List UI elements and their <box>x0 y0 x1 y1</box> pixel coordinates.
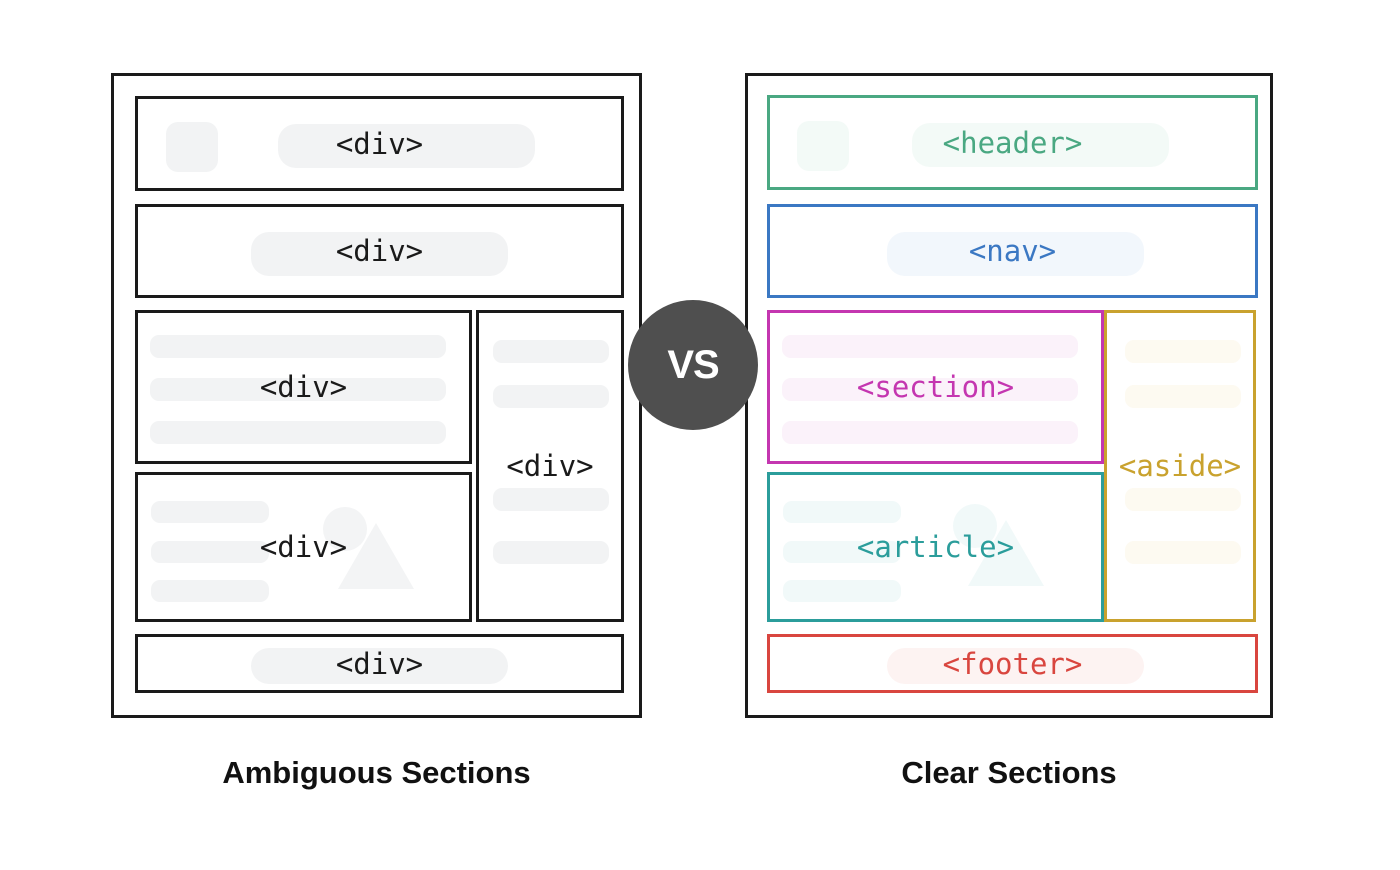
right-block-article-label: <article> <box>856 530 1015 564</box>
right-panel-caption: Clear Sections <box>901 755 1117 790</box>
skeleton-bar <box>151 580 269 602</box>
vs-badge-label: VS <box>667 342 719 387</box>
right-block-footer-area: <footer> <box>767 634 1258 693</box>
skeleton-bar <box>782 335 1078 358</box>
left-block-footer-area: <div> <box>135 634 624 693</box>
skeleton-bar <box>782 421 1078 444</box>
image-placeholder-triangle-icon <box>338 523 414 589</box>
logo-placeholder-icon <box>797 121 849 171</box>
skeleton-bar <box>150 378 446 401</box>
skeleton-bar <box>1125 340 1241 363</box>
right-block-nav-area: <nav> <box>767 204 1258 298</box>
image-placeholder-triangle-icon <box>968 520 1044 586</box>
left-block-section-area: <div> <box>135 310 472 464</box>
left-block-header-label: <div> <box>335 126 424 161</box>
logo-placeholder-icon <box>166 122 218 172</box>
right-block-aside-label: <aside> <box>1118 449 1242 483</box>
left-panel-caption: Ambiguous Sections <box>222 755 531 790</box>
right-block-footer-label: <footer> <box>942 646 1083 681</box>
skeleton-bar <box>782 378 1078 401</box>
left-block-footer-label: <div> <box>335 646 424 681</box>
right-block-aside-area: <aside> <box>1104 310 1256 622</box>
left-block-aside-label: <div> <box>506 449 594 483</box>
skeleton-bar <box>1125 488 1241 511</box>
skeleton-bar <box>151 501 269 523</box>
skeleton-pill <box>251 648 508 684</box>
left-block-article-area: <div> <box>135 472 472 622</box>
skeleton-bar <box>1125 541 1241 564</box>
left-block-nav-label: <div> <box>335 234 424 268</box>
skeleton-bar <box>493 488 609 511</box>
skeleton-bar <box>1125 385 1241 408</box>
right-block-section-area: <section> <box>767 310 1104 464</box>
left-block-nav-area: <div> <box>135 204 624 298</box>
skeleton-bar <box>783 501 901 523</box>
left-block-aside-area: <div> <box>476 310 624 622</box>
skeleton-bar <box>150 421 446 444</box>
right-block-header-area: <header> <box>767 95 1258 190</box>
left-block-header-area: <div> <box>135 96 624 191</box>
right-block-article-area: <article> <box>767 472 1104 622</box>
right-block-nav-label: <nav> <box>968 234 1057 268</box>
clear-sections-panel: <header> <nav> <section> <aside> <box>745 73 1273 718</box>
skeleton-bar <box>151 541 269 563</box>
left-block-section-label: <div> <box>259 370 348 404</box>
skeleton-bar <box>493 541 609 564</box>
right-block-section-label: <section> <box>856 370 1015 404</box>
skeleton-bar <box>493 385 609 408</box>
skeleton-pill <box>887 648 1144 684</box>
left-block-article-label: <div> <box>259 530 348 564</box>
skeleton-bar <box>150 335 446 358</box>
skeleton-pill <box>278 124 535 168</box>
skeleton-pill <box>251 232 508 276</box>
ambiguous-sections-panel: <div> <div> <div> <div> <box>111 73 642 718</box>
skeleton-bar <box>783 541 901 563</box>
vs-badge: VS <box>628 300 758 430</box>
right-block-header-label: <header> <box>942 125 1083 160</box>
skeleton-bar <box>493 340 609 363</box>
skeleton-bar <box>783 580 901 602</box>
skeleton-pill <box>912 123 1169 167</box>
skeleton-pill <box>887 232 1144 276</box>
